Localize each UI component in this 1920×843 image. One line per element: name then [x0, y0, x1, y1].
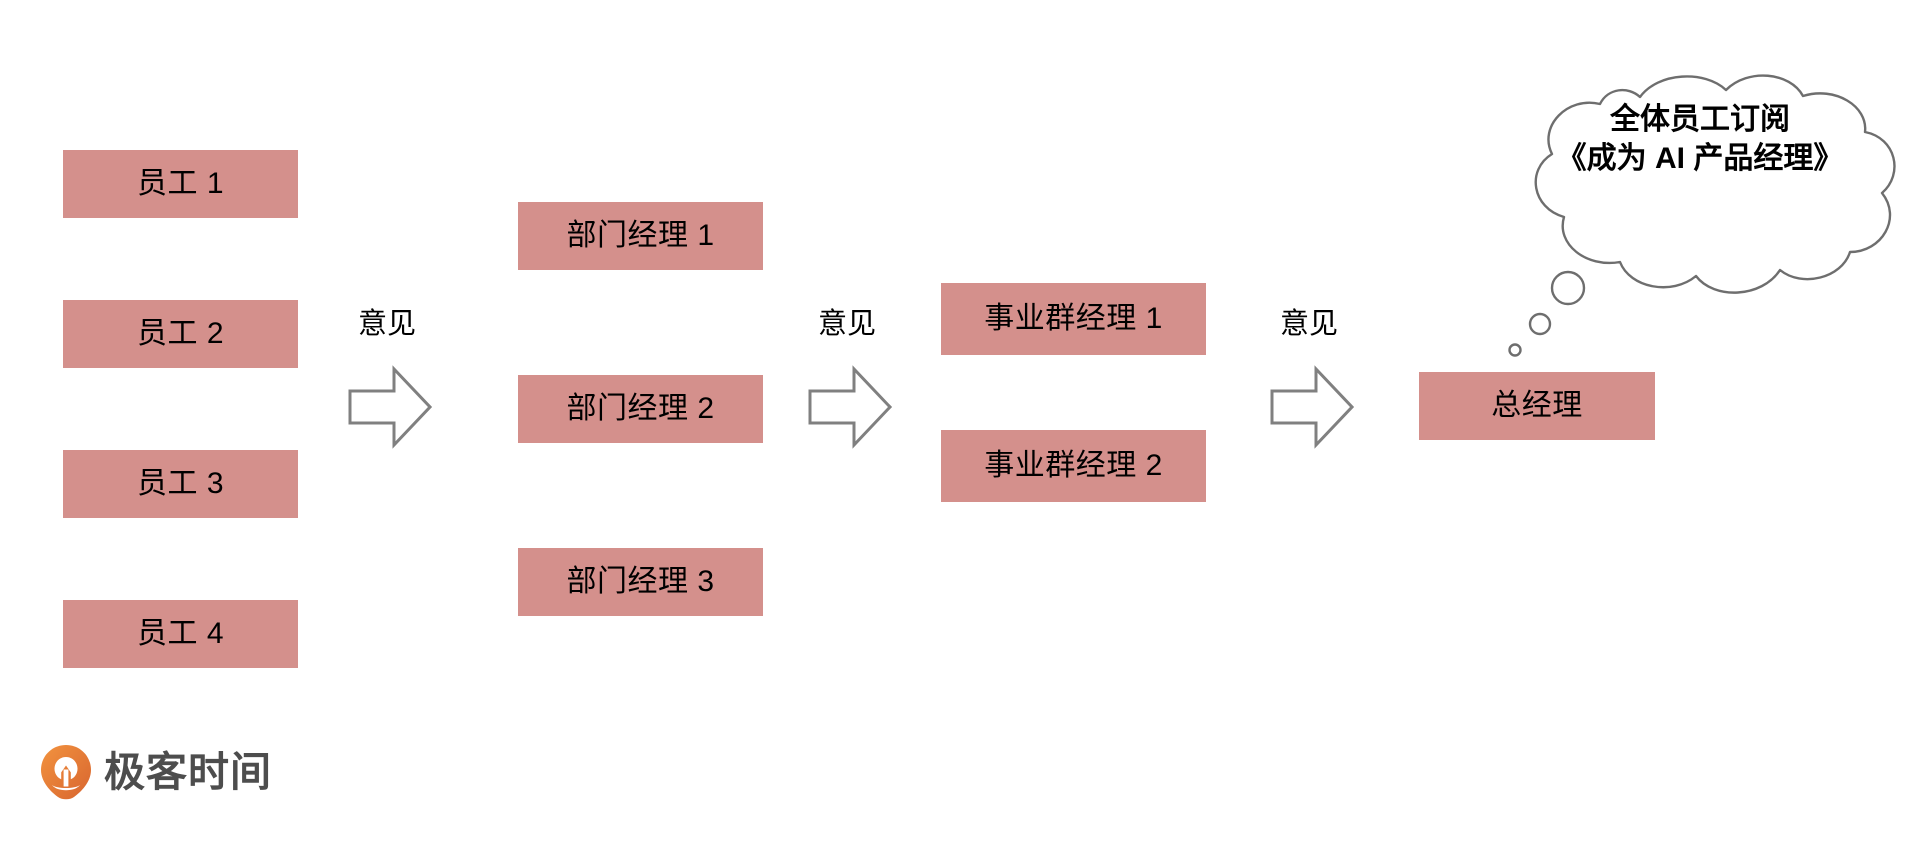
right-block-arrow-icon [808, 365, 892, 449]
thought-bubble-text: 全体员工订阅 《成为 AI 产品经理》 [1490, 100, 1910, 178]
node-label: 员工 3 [136, 467, 225, 500]
thought-bubble-line-2: 《成为 AI 产品经理》 [1556, 142, 1844, 175]
node-label: 事业群经理 2 [984, 449, 1163, 482]
node-box-employee-3[interactable]: 员工 3 [63, 450, 298, 518]
brand-logo: 极客时间 [40, 744, 272, 800]
node-box-employee-4[interactable]: 员工 4 [63, 600, 298, 668]
connector-2-label: 意见 [818, 308, 877, 340]
node-label: 事业群经理 1 [984, 302, 1163, 335]
connector-1-label: 意见 [358, 308, 417, 340]
node-label: 员工 2 [136, 317, 225, 350]
node-box-business-group-manager-1[interactable]: 事业群经理 1 [941, 283, 1206, 355]
brand-wordmark: 极客时间 [104, 748, 272, 795]
node-label: 部门经理 2 [566, 392, 715, 425]
node-label: 部门经理 1 [566, 219, 715, 252]
thought-bubble: 全体员工订阅 《成为 AI 产品经理》 [1490, 62, 1910, 362]
node-label: 员工 4 [136, 617, 225, 650]
connector-3-label: 意见 [1280, 308, 1339, 340]
node-label: 部门经理 3 [566, 565, 715, 598]
thought-bubble-line-1: 全体员工订阅 [1610, 103, 1790, 136]
node-box-department-manager-2[interactable]: 部门经理 2 [518, 375, 763, 443]
node-box-department-manager-3[interactable]: 部门经理 3 [518, 548, 763, 616]
right-block-arrow-icon [348, 365, 432, 449]
geektime-pin-icon [41, 745, 91, 800]
node-box-employee-1[interactable]: 员工 1 [63, 150, 298, 218]
node-box-business-group-manager-2[interactable]: 事业群经理 2 [941, 430, 1206, 502]
node-label: 员工 1 [136, 167, 225, 200]
node-label: 总经理 [1491, 389, 1583, 422]
node-box-employee-2[interactable]: 员工 2 [63, 300, 298, 368]
node-box-department-manager-1[interactable]: 部门经理 1 [518, 202, 763, 270]
right-block-arrow-icon [1270, 365, 1354, 449]
node-box-general-manager[interactable]: 总经理 [1419, 372, 1655, 440]
